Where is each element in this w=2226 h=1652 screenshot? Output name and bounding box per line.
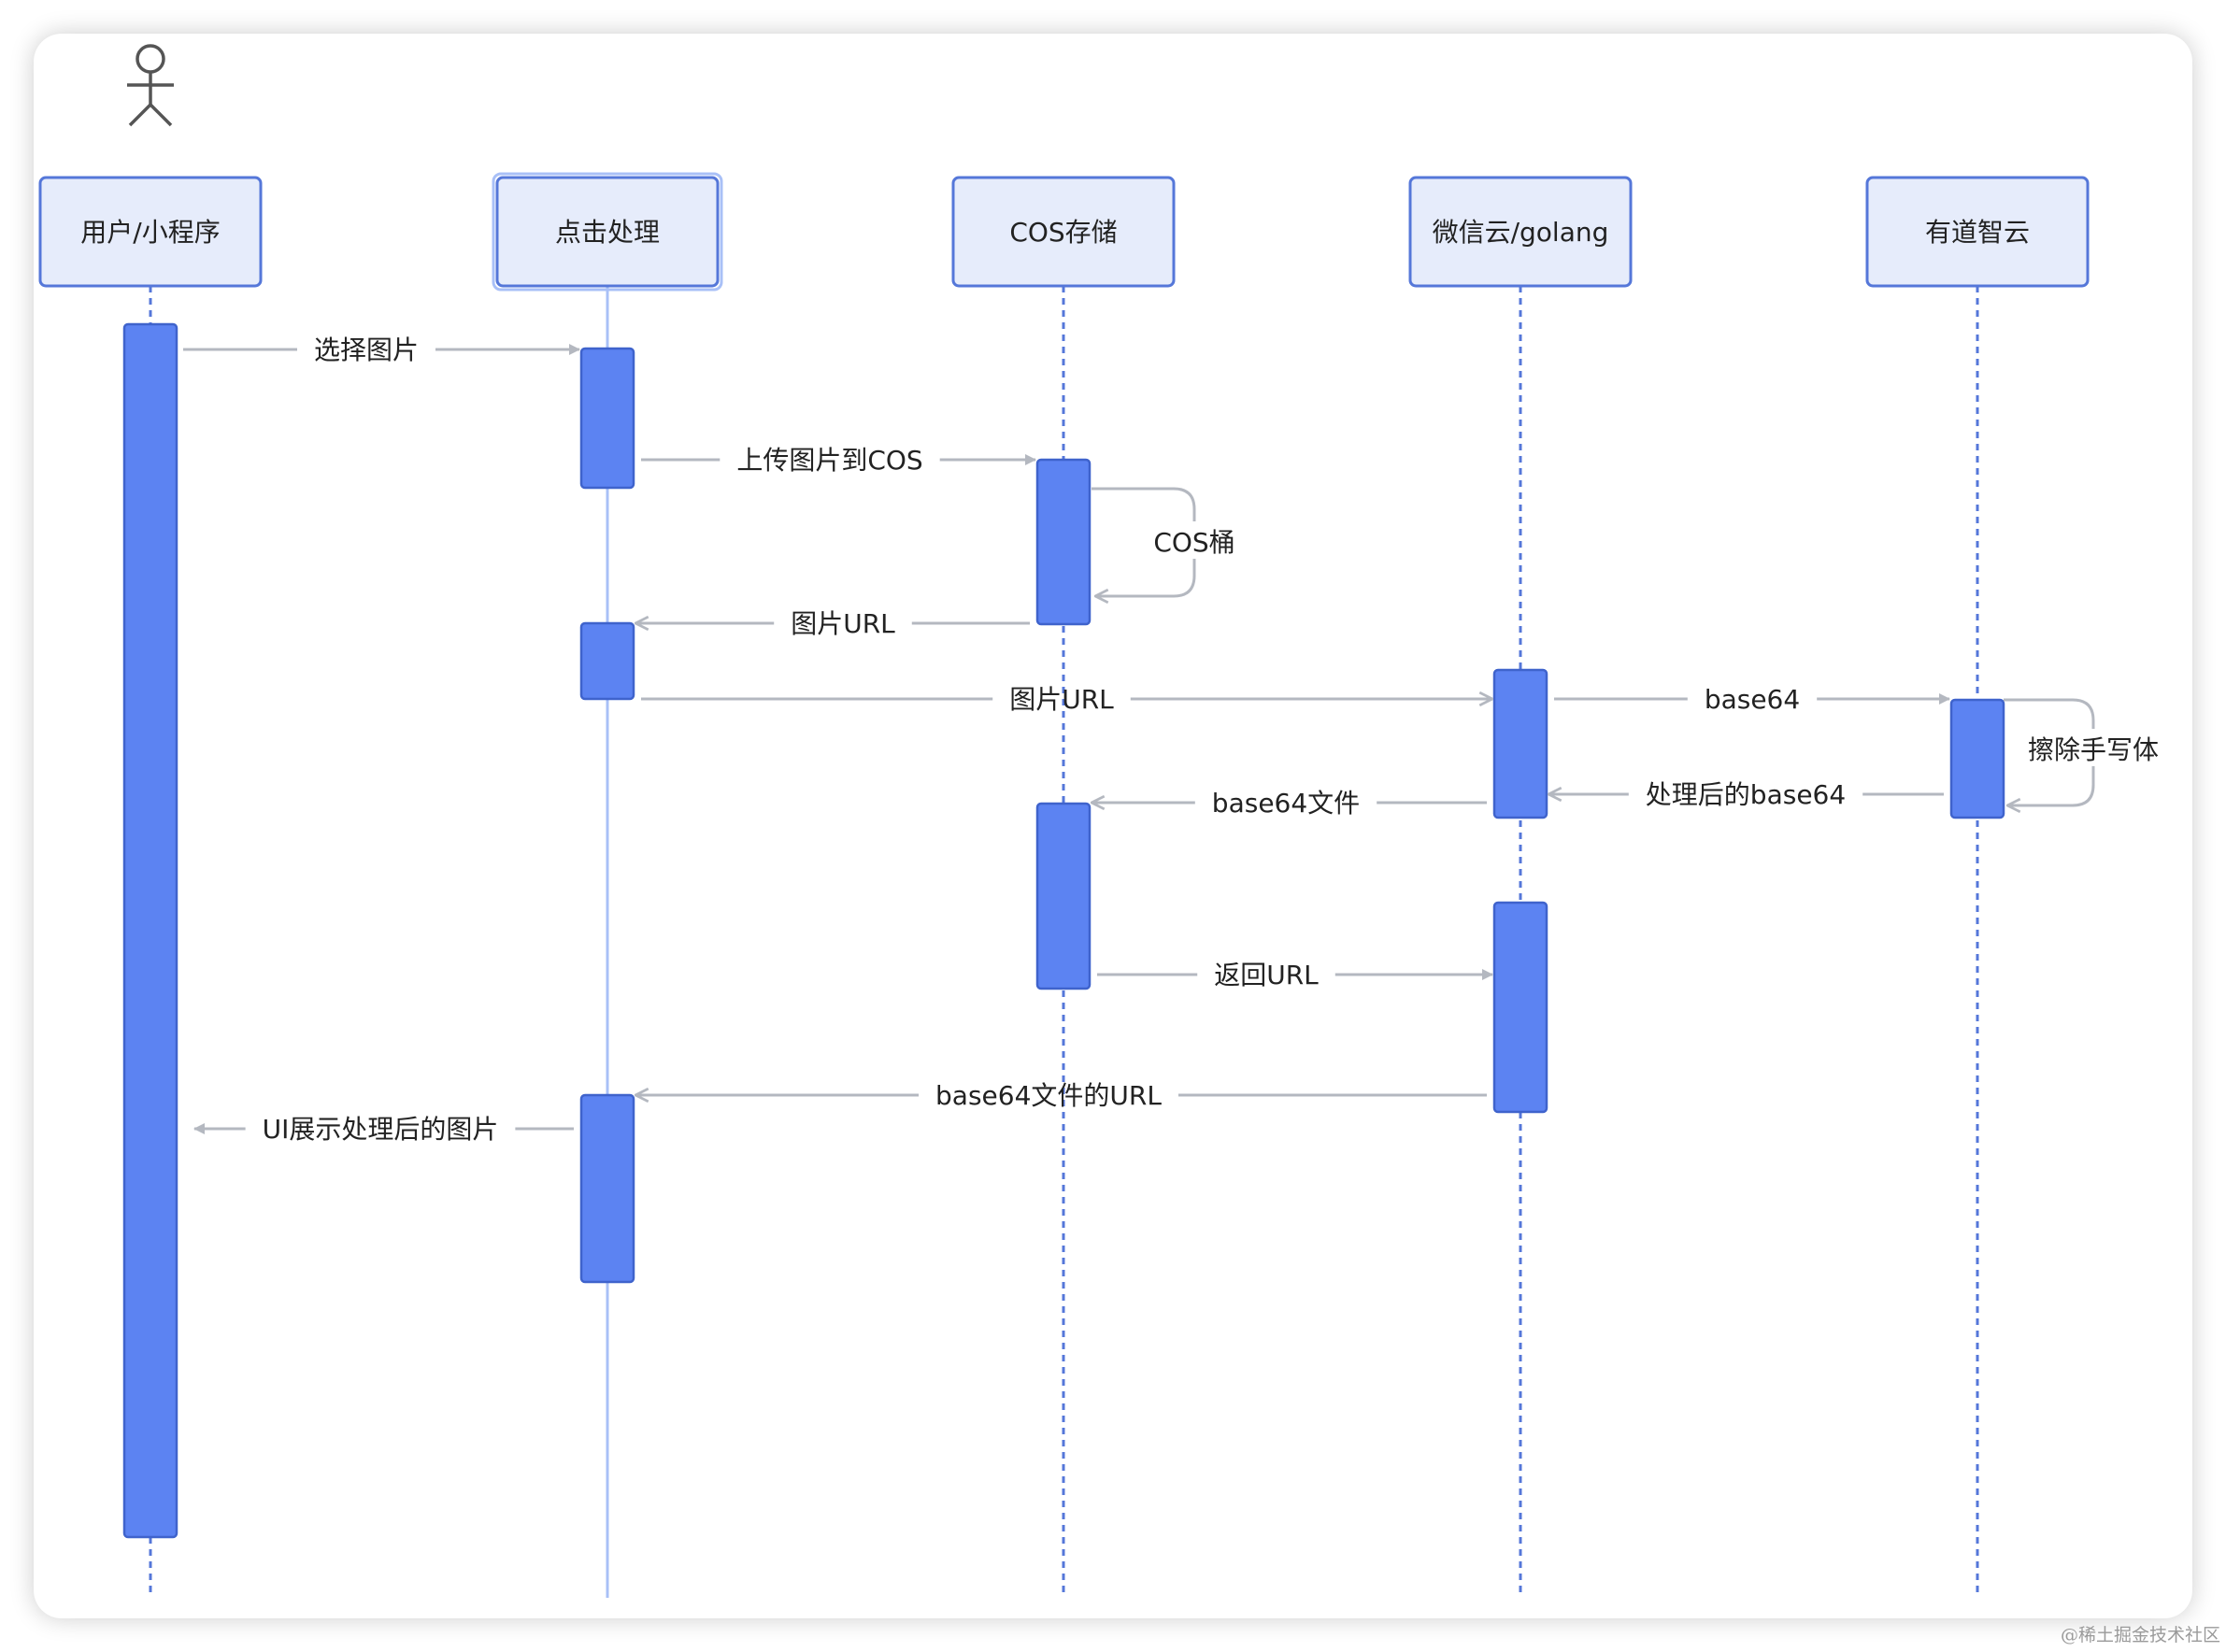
message-label-m6: base64 <box>1705 684 1800 715</box>
participant-label-click: 点击处理 <box>555 217 660 248</box>
self-message-label-bg <box>1146 521 1243 559</box>
participant-label-youdao: 有道智云 <box>1925 217 2030 248</box>
message-label-m1: 选择图片 <box>314 335 419 365</box>
activation-bar-youdao <box>1949 698 2005 819</box>
watermark: @稀土掘金技术社区 <box>2060 1625 2220 1645</box>
participant-label-user: 用户/小程序 <box>80 217 220 248</box>
self-message-label-bg <box>2019 729 2167 766</box>
activation-bar-user <box>122 322 178 1539</box>
participant-box-wx <box>1408 176 1633 288</box>
activation-bar-cos <box>1035 802 1092 990</box>
participant-box-click <box>495 176 720 288</box>
message-label-m11: base64文件的URL <box>935 1080 1162 1111</box>
message-label-m2: 上传图片到COS <box>736 445 922 476</box>
message-label-m4: 图片URL <box>791 608 895 639</box>
activation-bar-click <box>579 1093 635 1284</box>
message-label-m8: 处理后的base64 <box>1646 779 1846 810</box>
message-label-m3: COS桶 <box>1153 527 1234 558</box>
participant-label-cos: COS存储 <box>1009 217 1117 248</box>
diagram-card <box>34 34 2192 1618</box>
actor-leg-right-icon <box>149 103 173 127</box>
actor-leg-left-icon <box>128 103 152 127</box>
message-label-m9: base64文件 <box>1212 788 1360 819</box>
message-label-m12: UI展示处理后的图片 <box>263 1114 499 1145</box>
actor-head-icon <box>136 44 165 74</box>
participant-box-youdao <box>1865 176 2090 288</box>
participant-selection-outline <box>492 172 723 292</box>
message-label-m10: 返回URL <box>1214 960 1319 990</box>
participant-box-cos <box>951 176 1176 288</box>
activation-bar-wx <box>1492 668 1548 819</box>
message-label-m7: 擦除手写体 <box>2028 734 2159 765</box>
activation-bar-click <box>579 347 635 490</box>
activation-bar-cos <box>1035 458 1092 626</box>
participant-label-wx: 微信云/golang <box>1433 217 1609 248</box>
activation-bar-wx <box>1492 901 1548 1114</box>
activation-bar-click <box>579 621 635 701</box>
participant-box-user <box>38 176 263 288</box>
message-label-m5: 图片URL <box>1009 684 1114 715</box>
